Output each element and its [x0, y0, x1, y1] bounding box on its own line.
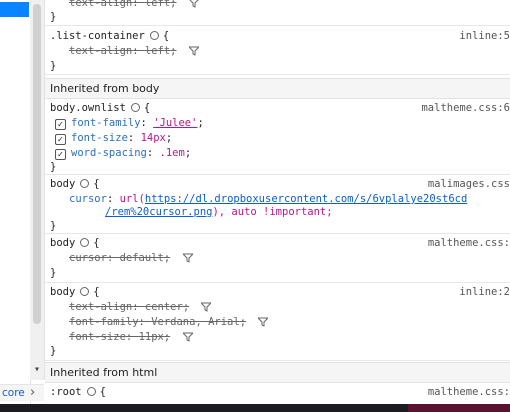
- property-name[interactable]: cursor: [69, 193, 107, 205]
- declaration[interactable]: cursor: default;: [69, 252, 193, 264]
- enable-checkbox[interactable]: ✓: [55, 149, 66, 160]
- open-brace: {: [93, 286, 100, 298]
- scroll-down-arrow-icon[interactable]: ▾: [30, 362, 44, 378]
- rule-selector[interactable]: .list-container: [50, 30, 145, 42]
- property-value[interactable]: Verdana, Arial: [151, 316, 240, 328]
- selected-node-highlight[interactable]: [0, 2, 29, 17]
- declaration[interactable]: text-align: left;: [69, 45, 199, 57]
- taskbar: [0, 404, 510, 412]
- declaration[interactable]: cursor: url(https://dl.dropboxuserconten…: [69, 193, 468, 205]
- filter-icon[interactable]: [182, 253, 193, 263]
- css-rule: body { inline:2 text-align: center; font-…: [45, 283, 510, 361]
- declaration[interactable]: ✓word-spacing: .1em;: [55, 147, 191, 160]
- close-brace: }: [50, 220, 57, 232]
- property-value[interactable]: 14px: [140, 132, 166, 144]
- section-header-inherited-html: Inherited from html: [45, 362, 510, 383]
- property-value[interactable]: ), auto !important;: [212, 206, 333, 218]
- open-brace: {: [143, 102, 151, 114]
- gear-icon[interactable]: [80, 287, 90, 296]
- property-name[interactable]: text-align: [69, 0, 133, 9]
- declaration[interactable]: font-family: Verdana, Arial;: [69, 316, 269, 328]
- filter-icon[interactable]: [188, 46, 199, 56]
- close-brace: }: [50, 161, 57, 173]
- property-value[interactable]: 11px: [138, 331, 164, 343]
- property-name[interactable]: font-size: [69, 331, 126, 343]
- enable-checkbox[interactable]: ✓: [55, 119, 66, 130]
- rules-pane: text-align: left; } .list-container { inl…: [45, 0, 510, 404]
- rule-source-link[interactable]: inline:2: [459, 286, 510, 298]
- open-brace: {: [93, 237, 100, 249]
- scrollbar-thumb[interactable]: [33, 4, 41, 324]
- filter-icon[interactable]: [189, 0, 199, 8]
- cursor-url-link[interactable]: https://dl.dropboxusercontent.com/s/6vpl…: [144, 193, 468, 205]
- open-brace: {: [93, 178, 100, 190]
- section-header-inherited-body: Inherited from body: [45, 78, 510, 99]
- declaration-continued[interactable]: /rem%20cursor.png), auto !important;: [105, 206, 333, 218]
- property-value[interactable]: default: [119, 252, 164, 264]
- rule-selector[interactable]: body.ownlist: [50, 102, 126, 114]
- css-rule: .list-container { inline:5 text-align: le…: [45, 26, 510, 75]
- filter-icon[interactable]: [201, 302, 212, 312]
- close-brace: }: [50, 60, 57, 72]
- gear-icon[interactable]: [86, 387, 96, 396]
- property-name[interactable]: font-size: [71, 132, 128, 144]
- taskbar-accent: [408, 404, 510, 412]
- declaration[interactable]: ✓font-family: 'Julee';: [55, 117, 204, 130]
- filter-icon[interactable]: [182, 332, 193, 342]
- rule-selector[interactable]: body: [50, 178, 76, 190]
- chevron-right-icon[interactable]: ›: [30, 385, 36, 400]
- cursor-url-link-continued[interactable]: /rem%20cursor.png: [105, 206, 213, 218]
- enable-checkbox[interactable]: ✓: [55, 134, 66, 145]
- css-rule: body { maltheme.css: cursor: default; }: [45, 234, 510, 283]
- rule-source-link[interactable]: inline:5: [459, 30, 510, 42]
- css-rule: text-align: left; }: [45, 0, 510, 26]
- close-brace: }: [50, 345, 57, 357]
- close-brace: }: [50, 11, 57, 23]
- breadcrumb-item[interactable]: core: [2, 387, 25, 399]
- property-name[interactable]: text-align: [69, 45, 133, 57]
- close-brace: }: [50, 267, 57, 279]
- left-panel: [0, 0, 31, 404]
- declaration[interactable]: ✓font-size: 14px;: [55, 132, 172, 145]
- property-name[interactable]: font-family: [71, 117, 141, 129]
- property-name[interactable]: font-family: [69, 316, 139, 328]
- url-prefix: url(: [119, 193, 145, 205]
- open-brace: {: [162, 30, 170, 42]
- css-rule: body { malimages.css cursor: url(https://…: [45, 175, 510, 234]
- vertical-scrollbar[interactable]: [30, 0, 45, 380]
- property-value[interactable]: 'Julee': [153, 117, 198, 129]
- rule-selector[interactable]: body: [50, 286, 76, 298]
- gear-icon[interactable]: [130, 103, 140, 112]
- rule-selector[interactable]: :root: [50, 386, 82, 398]
- rule-source-link[interactable]: maltheme.css:: [427, 237, 510, 249]
- rule-source-link[interactable]: malimages.css: [427, 178, 510, 190]
- gear-icon[interactable]: [80, 238, 90, 247]
- property-name[interactable]: word-spacing: [71, 147, 147, 159]
- property-value[interactable]: center: [144, 301, 183, 313]
- section-title: Inherited from body: [50, 82, 160, 95]
- rule-source-link[interactable]: maltheme.css:: [427, 386, 510, 398]
- declaration[interactable]: text-align: center;: [69, 301, 212, 313]
- property-value[interactable]: left: [144, 0, 171, 9]
- declaration[interactable]: font-size: 11px;: [69, 331, 193, 343]
- property-value[interactable]: left: [144, 45, 171, 57]
- open-brace: {: [99, 386, 106, 398]
- rule-selector[interactable]: body: [50, 237, 76, 249]
- gear-icon[interactable]: [80, 179, 90, 188]
- property-name[interactable]: cursor: [69, 252, 107, 264]
- css-rule: body.ownlist { maltheme.css:6 ✓ font-famil…: [45, 99, 510, 175]
- property-name[interactable]: text-align: [69, 301, 133, 313]
- rule-source-link[interactable]: maltheme.css:6: [421, 102, 510, 114]
- property-value[interactable]: .1em: [159, 147, 185, 159]
- declaration[interactable]: text-align: left;: [69, 0, 199, 9]
- breadcrumb[interactable]: core ›: [0, 384, 44, 401]
- filter-icon[interactable]: [258, 317, 269, 327]
- section-title: Inherited from html: [50, 366, 158, 379]
- css-rule: :root { maltheme.css:: [45, 383, 510, 404]
- gear-icon[interactable]: [149, 31, 159, 40]
